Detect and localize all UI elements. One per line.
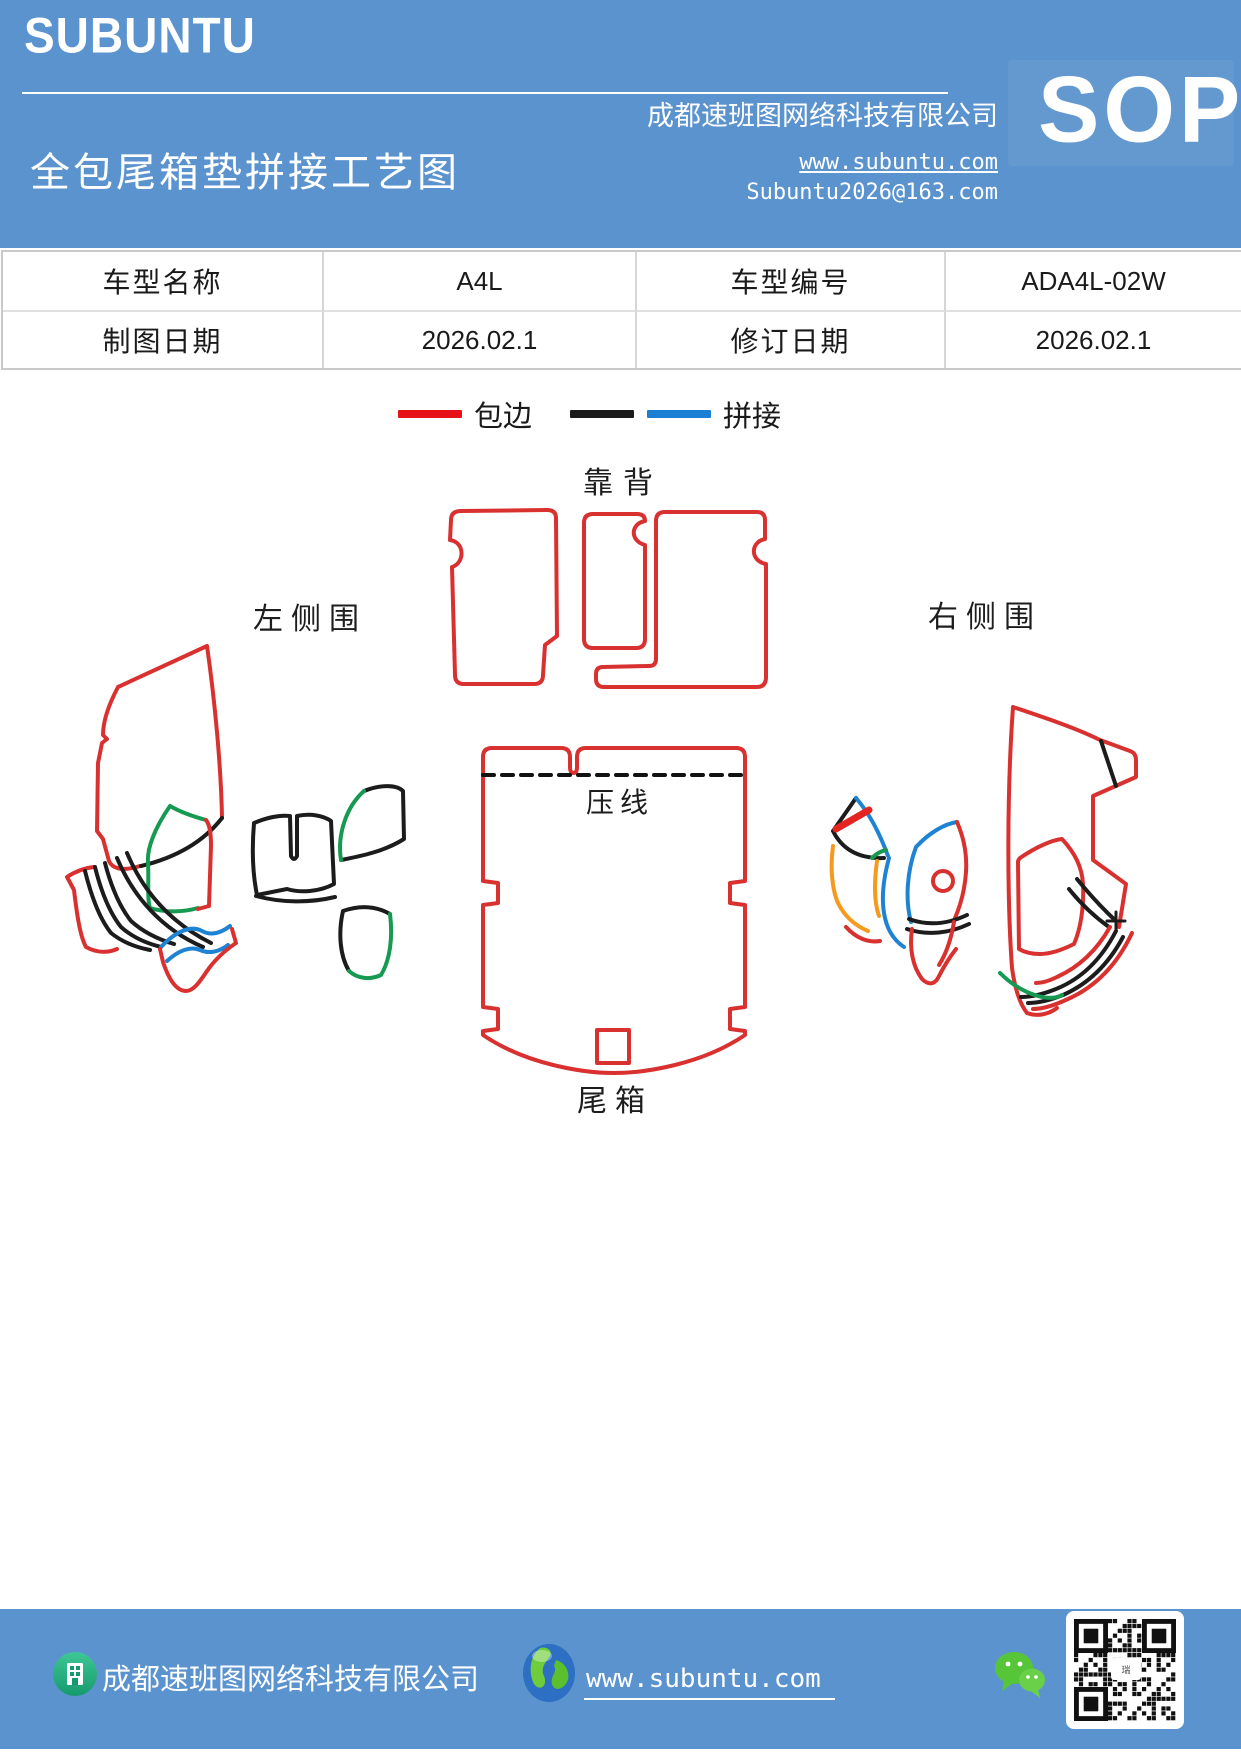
right-orange-seams: [829, 844, 881, 933]
left-foot-blue-seams: [159, 924, 232, 963]
qr-center-logo: 瑞: [1111, 1658, 1141, 1680]
right-lower-red-tails: [909, 920, 958, 986]
left-upper-wing-green-edge: [338, 789, 366, 862]
left-panel-outline: [95, 644, 224, 871]
right-small-piece-red-bar: [832, 806, 873, 833]
globe-icon: [523, 1644, 575, 1702]
right-stripe-lines-black: [1019, 929, 1125, 1005]
left-middle-piece-bottom-seam: [254, 894, 337, 904]
brand-logo: SUBUNTU: [24, 6, 256, 64]
label-backrest: 靠背: [583, 466, 663, 501]
table-cell-revise-date-value: 2026.02.1: [944, 310, 1241, 368]
label-right-side: 右侧围: [928, 600, 1042, 635]
building-icon: [53, 1652, 97, 1696]
right-panel-notch-seam: [1099, 739, 1118, 788]
table-cell-draw-date-label: 制图日期: [3, 310, 322, 368]
table-cell-model-name-value: A4L: [322, 252, 635, 310]
right-middle-blue-s-seam: [880, 856, 906, 949]
qr-code: 瑞: [1066, 1611, 1184, 1729]
right-eye-piece-blue-edges: [905, 820, 959, 924]
table-cell-model-name-label: 车型名称: [102, 266, 223, 299]
legend: 包边 拼接: [398, 399, 781, 433]
table-cell-revise-date-label: 修订日期: [635, 310, 944, 368]
legend-edgewrap-line-icon: [398, 410, 462, 418]
right-small-piece-blue-edge: [854, 796, 890, 858]
footer-website-link[interactable]: www.subuntu.com: [584, 1664, 835, 1700]
right-bottom-red-tail: [1025, 1006, 1059, 1017]
trunk-bottom-tab: [595, 1028, 631, 1065]
label-left-side: 左侧围: [253, 602, 367, 637]
left-panel-bottom-seam: [139, 816, 224, 868]
table-cell-draw-date-value: 2026.02.1: [322, 310, 635, 368]
left-lower-wing-green-edge: [347, 912, 394, 981]
left-inner-piece-green-edges: [145, 804, 208, 914]
header-company-name: 成都速班图网络科技有限公司: [647, 101, 998, 132]
left-long-seam-pair: [115, 851, 213, 949]
backrest-piece-left-outline: [448, 508, 559, 686]
table-cell-model-code-label: 车型编号: [635, 252, 944, 310]
header-band: SUBUNTU 全包尾箱垫拼接工艺图 成都速班图网络科技有限公司 www.sub…: [0, 0, 1241, 248]
table-cell-model-code-value: ADA4L-02W: [944, 252, 1241, 310]
vehicle-info-table: 车型名称 A4L 车型编号 ADA4L-02W 制图日期 2026.02.1 修…: [1, 250, 1241, 370]
legend-edgewrap-label: 包边: [474, 399, 533, 433]
header-email[interactable]: Subuntu2026@163.com: [746, 180, 998, 205]
label-trunk: 尾箱: [577, 1084, 653, 1119]
right-eye-piece-bottom-seams: [905, 913, 971, 935]
right-keystone-piece-outline: [1016, 837, 1086, 956]
page-title: 全包尾箱垫拼接工艺图: [30, 150, 460, 196]
backrest-piece-middle-outline: [582, 512, 647, 650]
right-eye-piece-hole: [931, 869, 955, 893]
left-stripe-wedge-outline: [65, 865, 119, 954]
left-inner-piece-red-edge: [196, 818, 213, 911]
sop-badge-box: [1008, 60, 1234, 166]
left-lower-wing-black-edges: [338, 905, 392, 973]
label-press-line: 压线: [586, 786, 655, 819]
sop-badge: SOP: [1038, 57, 1241, 163]
qr-code-grid: [1074, 1619, 1176, 1721]
wechat-icon: [995, 1652, 1045, 1698]
right-eye-piece-red-edge: [953, 820, 969, 920]
right-cross-mark: [1105, 910, 1127, 932]
legend-splice-blue-line-icon: [647, 410, 712, 418]
footer-company-name: 成都速班图网络科技有限公司: [102, 1662, 480, 1696]
backrest-piece-right-outline: [594, 510, 768, 689]
header-divider-line: [22, 92, 948, 94]
legend-splice-label: 拼接: [723, 399, 782, 433]
footer-band: 成都速班图网络科技有限公司 www.subuntu.com 瑞: [0, 1609, 1241, 1749]
right-bottom-green-edge: [998, 971, 1064, 1000]
left-foot-red-outline: [158, 927, 238, 993]
legend-splice-black-line-icon: [570, 410, 635, 418]
right-stripe-lines-red: [1031, 925, 1134, 1011]
right-panel-outline: [1006, 705, 1138, 1015]
right-small-green-connector: [870, 848, 888, 860]
left-stripe-lines: [83, 861, 176, 952]
right-small-piece-black-edges: [831, 796, 886, 861]
left-upper-wing-black-edges: [339, 784, 406, 862]
left-middle-piece-outline: [250, 812, 336, 897]
header-website-link[interactable]: www.subuntu.com: [799, 150, 998, 175]
right-orange-area-red-bottom: [844, 925, 882, 944]
right-diagonal-seam-pair: [1067, 877, 1118, 929]
